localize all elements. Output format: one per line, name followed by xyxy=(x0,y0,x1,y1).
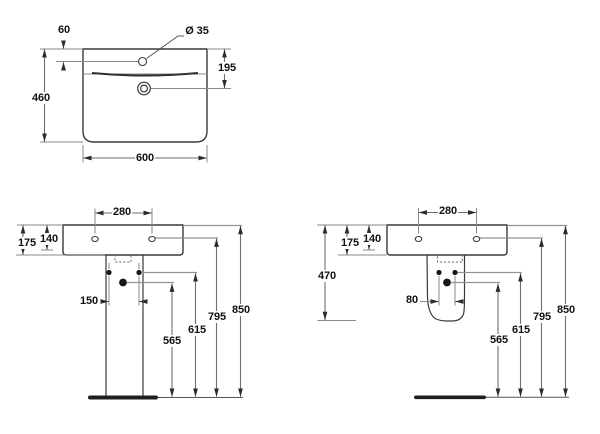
dim-label-drain-depth: 195 xyxy=(216,61,238,75)
dim-label-tap-offset: 60 xyxy=(56,23,72,37)
floor-bar xyxy=(414,395,486,400)
dim-label-tap-diameter: Ø 35 xyxy=(184,24,210,38)
dim-label-bolt-spacing: 150 xyxy=(78,294,100,308)
dim-label-front-height: 175 xyxy=(16,236,38,250)
fixing-hole-left xyxy=(91,235,99,243)
dim-label-rim-height: 850 xyxy=(555,303,577,317)
semi-pedestal-outline xyxy=(426,254,466,322)
tap-hole xyxy=(137,56,148,67)
dim-label-tap-spacing: 280 xyxy=(111,205,133,219)
dim-label-bolt-height: 615 xyxy=(510,323,532,337)
dim-label-basin-depth: 460 xyxy=(30,91,52,105)
waste-outlet-dot xyxy=(443,278,451,287)
basin-front-outline xyxy=(386,224,508,256)
top-view xyxy=(40,35,231,163)
dim-label-fixing-height: 795 xyxy=(531,310,553,324)
dim-label-fixing-height: 795 xyxy=(206,310,228,324)
drain-trap-hidden-outline xyxy=(114,255,132,263)
dim-label-tap-spacing: 280 xyxy=(437,204,459,218)
basin-bowl-back-edge xyxy=(91,72,199,77)
basin-plan-outline xyxy=(82,48,208,143)
dim-label-inner-height: 140 xyxy=(38,232,60,246)
dim-label-basin-width: 600 xyxy=(134,151,156,165)
dim-label-inner-height: 140 xyxy=(361,232,383,246)
fixing-hole-right xyxy=(148,235,156,243)
fixing-bolt-dot-right xyxy=(136,269,142,276)
dim-label-rim-height: 850 xyxy=(230,303,252,317)
basin-front-outline xyxy=(62,224,184,256)
dim-label-trap-height: 565 xyxy=(161,334,183,348)
fixing-hole-right xyxy=(472,235,481,243)
pedestal-base xyxy=(88,395,158,400)
drain-hole-inner xyxy=(140,84,149,93)
dim-label-trap-height: 565 xyxy=(488,333,510,347)
dim-label-front-height: 175 xyxy=(339,236,361,250)
dim-label-bolt-spacing: 80 xyxy=(404,293,420,307)
fixing-bolt-dot-left xyxy=(106,269,112,276)
fixing-hole-left xyxy=(414,235,423,243)
dim-label-pedestal-height: 470 xyxy=(316,269,338,283)
fixing-bolt-dot-left xyxy=(436,269,442,276)
waste-outlet-dot xyxy=(119,278,127,287)
drain-trap-hidden-outline xyxy=(437,255,463,263)
fixing-bolt-dot-right xyxy=(452,269,458,276)
dim-label-bolt-height: 615 xyxy=(186,323,208,337)
drain-hole-outer xyxy=(137,81,151,96)
tap-diameter-leader-line xyxy=(146,35,184,59)
